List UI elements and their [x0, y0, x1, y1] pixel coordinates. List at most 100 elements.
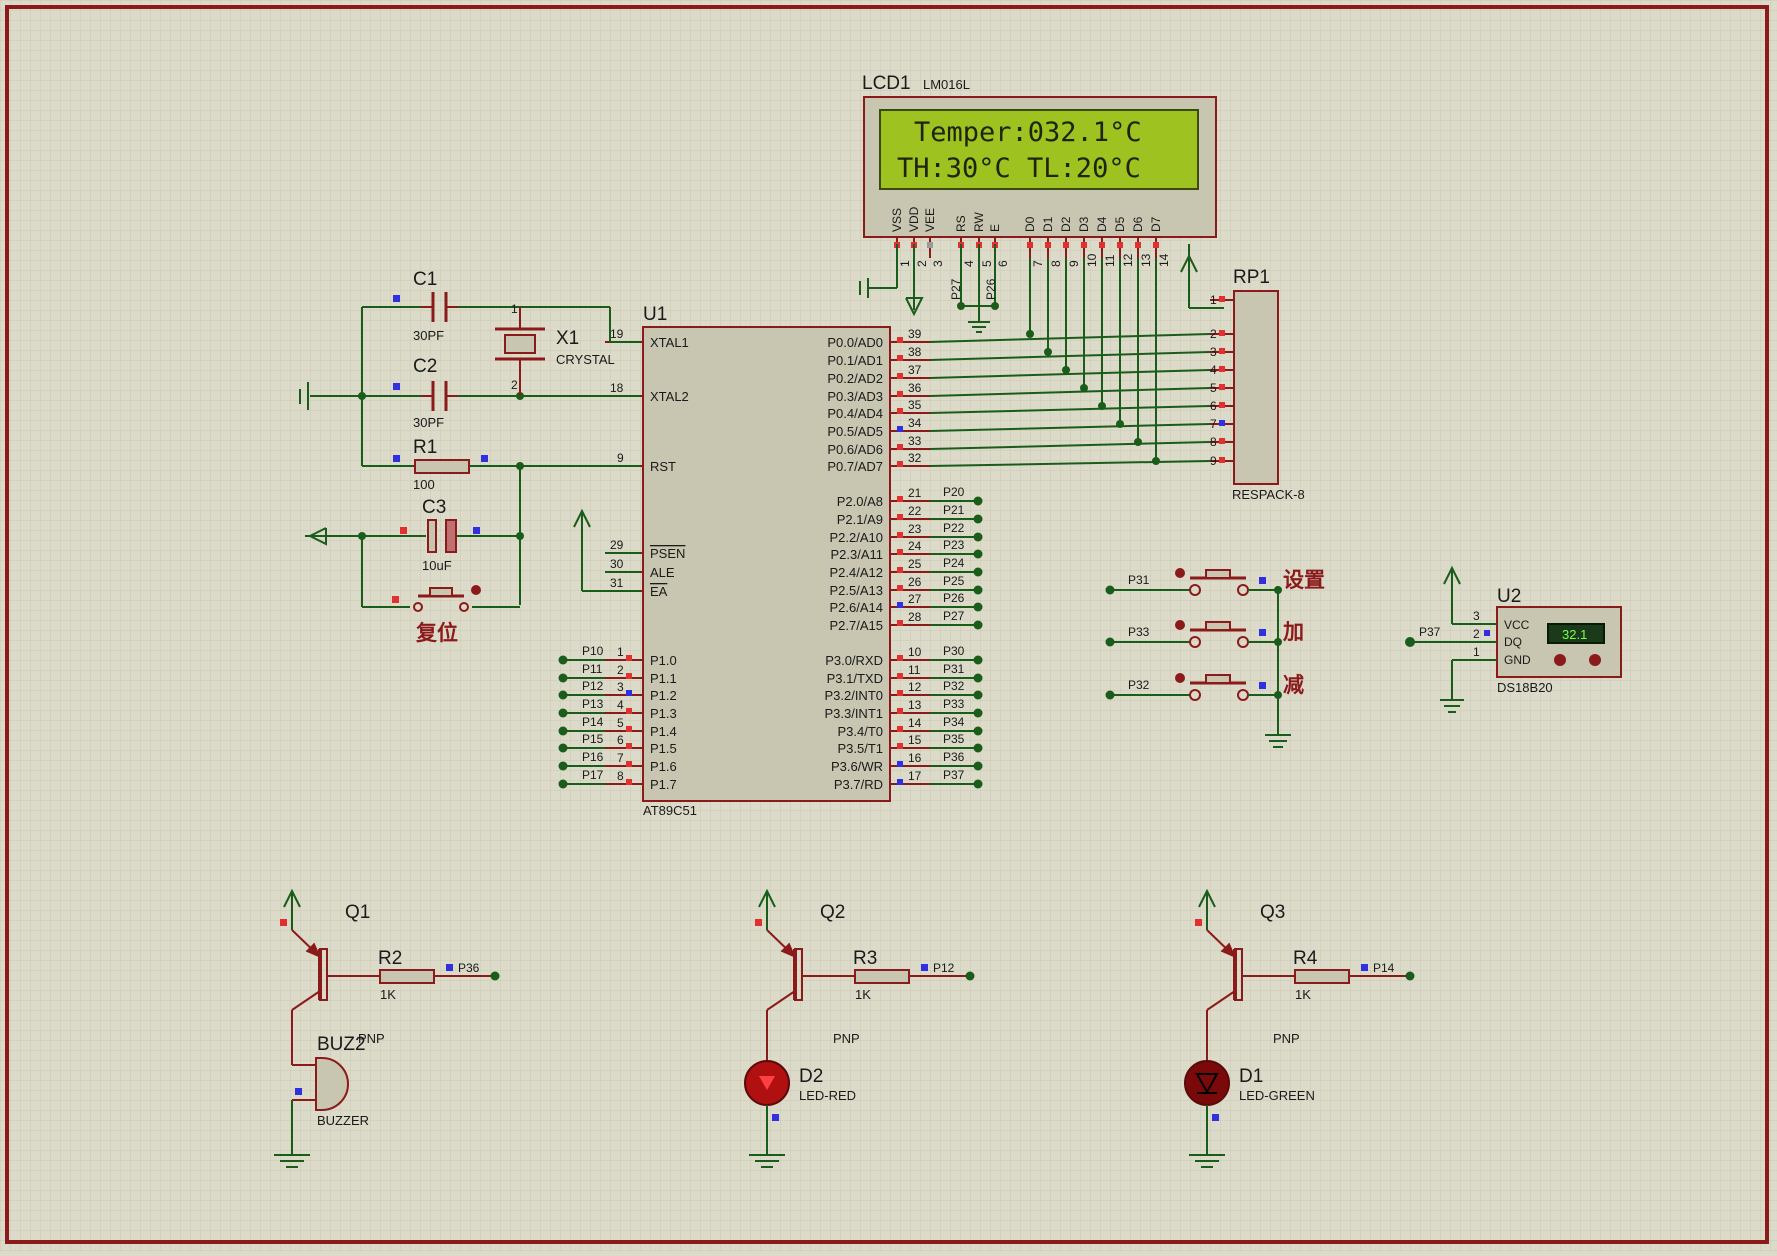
u1-net-label: P24	[943, 556, 965, 570]
rp1-pin-4[interactable]: 4	[1210, 363, 1234, 377]
u1-pin-number: 17	[908, 769, 922, 783]
q3-type: PNP	[1273, 1031, 1300, 1046]
lcd-pin-label: D3	[1077, 216, 1091, 232]
lcd-pin-d1[interactable]: D18	[1041, 216, 1063, 267]
lcd1-line1: Temper:032.1°C	[914, 117, 1142, 148]
u1-pin-number: 38	[908, 345, 922, 359]
reset-button[interactable]: 复位	[392, 585, 481, 645]
u1-pin-number: 28	[908, 610, 922, 624]
q1-type: PNP	[358, 1031, 385, 1046]
u1-mcu[interactable]: U1 AT89C51 XTAL119XTAL218RST9PSEN29ALE30…	[558, 304, 983, 818]
u1-pin-name: P0.2/AD2	[827, 371, 883, 386]
q2-load-model: LED-RED	[799, 1088, 856, 1103]
lcd-pin-label: D0	[1023, 216, 1037, 232]
rp1-pin-7[interactable]: 7	[1210, 417, 1234, 431]
lcd-pin-d2[interactable]: D29	[1059, 216, 1081, 267]
lcd1-component[interactable]: LCD1 LM016L Temper:032.1°C TH:30°C TL:20…	[862, 73, 1217, 267]
rp1-pin-6[interactable]: 6	[1210, 399, 1234, 413]
u1-net-label: P21	[943, 503, 965, 517]
rp1-pin-number: 9	[1210, 454, 1217, 468]
u1-pin-name: P3.5/T1	[837, 741, 883, 756]
u1-pin-number: 24	[908, 539, 922, 553]
u1-pin-number: 6	[617, 733, 624, 747]
rp1-pin-1[interactable]: 1	[1210, 293, 1234, 307]
rp1-pin-2[interactable]: 2	[1210, 327, 1234, 341]
u1-pin-name: P3.6/WR	[831, 759, 883, 774]
u1-pin-name: P0.5/AD5	[827, 424, 883, 439]
rp1-pin-3[interactable]: 3	[1210, 345, 1234, 359]
c2-capacitor[interactable]: C2 30PF	[393, 356, 458, 430]
u2-pin2-num: 2	[1473, 627, 1480, 641]
c3-capacitor[interactable]: C3 10uF	[400, 497, 480, 573]
c1-capacitor[interactable]: C1 30PF	[393, 269, 458, 343]
x1-crystal[interactable]: X1 CRYSTAL 1 2	[495, 302, 615, 396]
r1-ref: R1	[413, 437, 437, 458]
u1-pin-number: 14	[908, 716, 922, 730]
rp1-pin-8[interactable]: 8	[1210, 435, 1234, 449]
u1-pin-name: P2.6/A14	[830, 600, 884, 615]
rp1-pin-9[interactable]: 9	[1210, 454, 1234, 468]
u1-pin-number: 2	[617, 663, 624, 677]
rp1-pin-5[interactable]: 5	[1210, 381, 1234, 395]
u2-ds18b20[interactable]: U2 VCC DQ GND 32.1 DS18B20 P37 3 2 1	[1405, 565, 1622, 713]
u1-pin-p0-1-ad1[interactable]: P0.1/AD1 38	[827, 345, 930, 368]
lcd-pin-label: VDD	[907, 206, 921, 232]
lcd-pin-d0[interactable]: D07	[1023, 216, 1045, 267]
r1-resistor[interactable]: R1 100	[393, 437, 488, 492]
u1-pin-name: XTAL1	[650, 335, 689, 350]
u2-model: DS18B20	[1497, 680, 1553, 695]
lcd1-line2: TH:30°C TL:20°C	[897, 153, 1141, 184]
u1-pin-name: P2.2/A10	[830, 530, 884, 545]
u1-net-label: P11	[582, 662, 603, 676]
lcd-pin-number: 11	[1103, 254, 1117, 267]
u1-pin-name: P0.1/AD1	[827, 353, 883, 368]
q1-load-model: BUZZER	[317, 1113, 369, 1128]
c3-ref: C3	[422, 497, 446, 518]
